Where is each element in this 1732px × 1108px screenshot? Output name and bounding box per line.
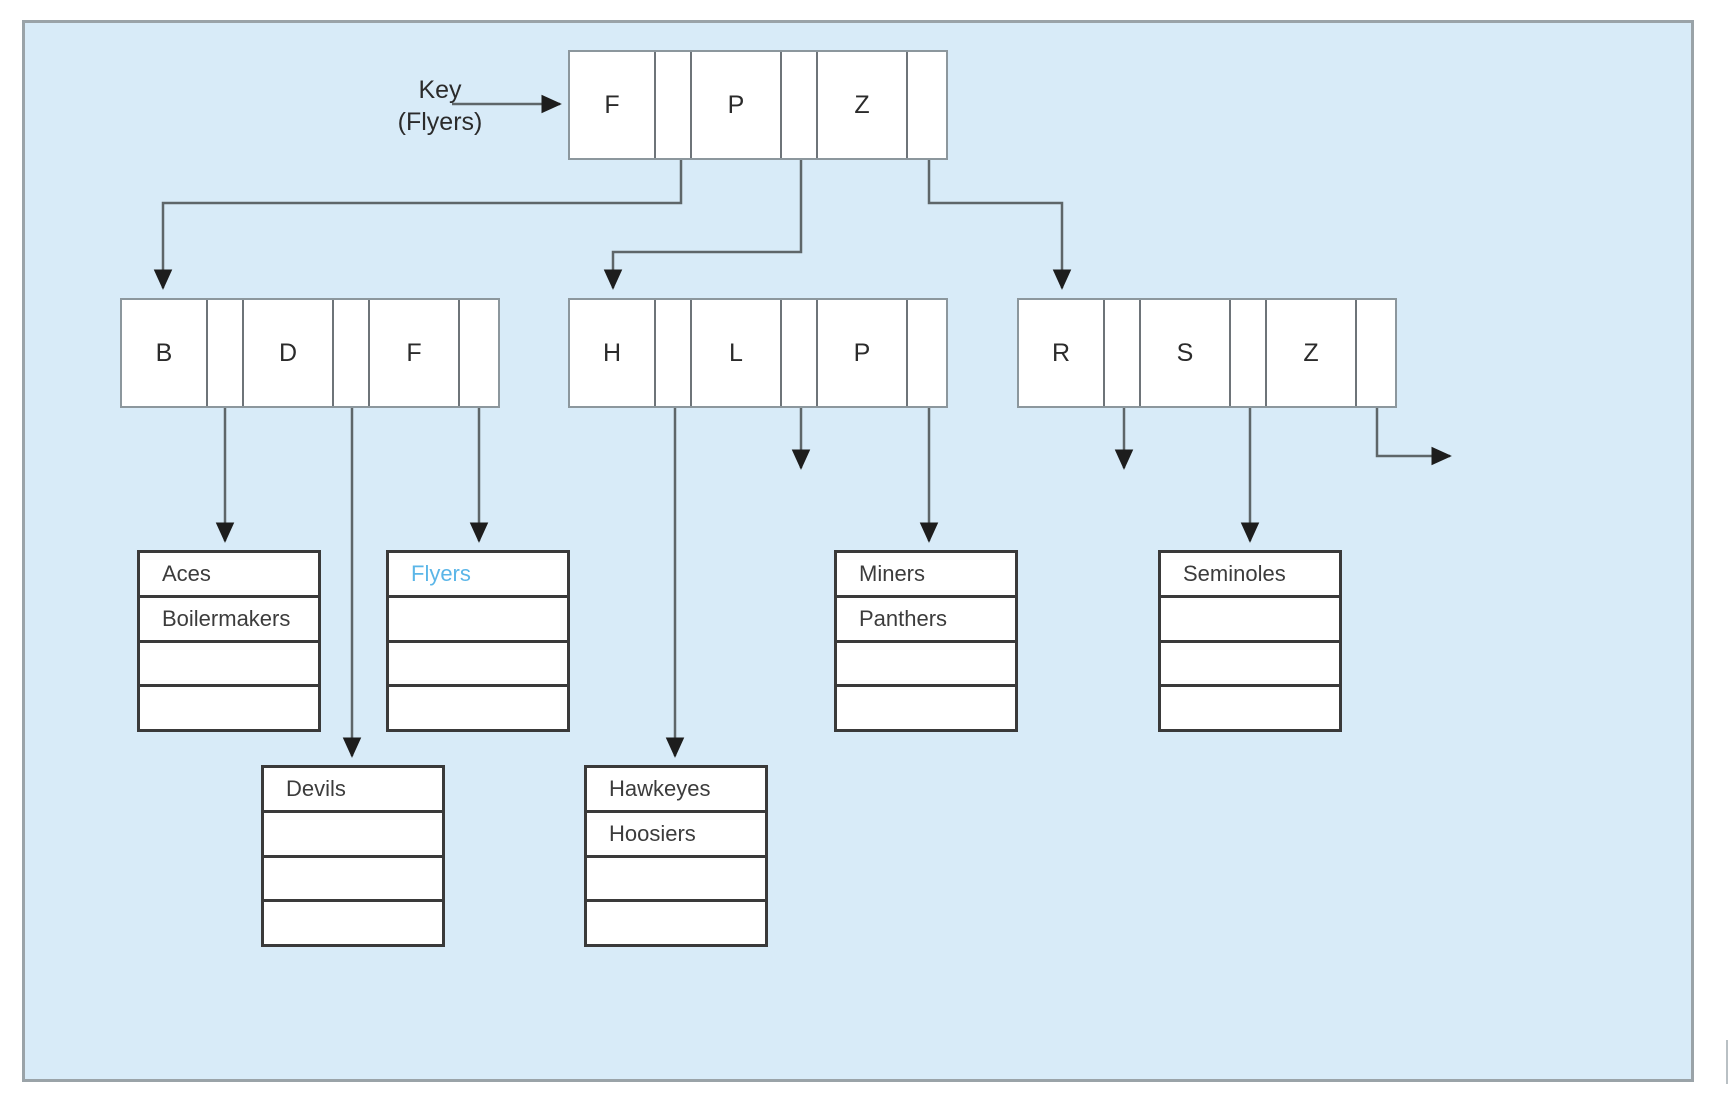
index-node-middle[interactable]: H L P [568,298,948,408]
leaf-row[interactable]: Aces [140,553,318,598]
leaf-row[interactable] [140,687,318,729]
leaf-row[interactable]: Miners [837,553,1015,598]
right-pointer-cell-2[interactable] [1357,300,1395,406]
right-pointer-cell-1[interactable] [1231,300,1267,406]
leaf-row[interactable] [389,687,567,729]
leaf-row[interactable]: Seminoles [1161,553,1339,598]
left-key-cell-1[interactable]: D [244,300,334,406]
root-key-cell-0[interactable]: F [570,52,656,158]
index-node-left[interactable]: B D F [120,298,500,408]
leaf-row-highlighted[interactable]: Flyers [389,553,567,598]
root-pointer-cell-2[interactable] [908,52,946,158]
leaf-block-seminoles[interactable]: Seminoles [1158,550,1342,732]
root-key-cell-2[interactable]: Z [818,52,908,158]
left-key-cell-0[interactable]: B [122,300,208,406]
root-index-node[interactable]: F P Z [568,50,948,160]
middle-pointer-cell-0[interactable] [656,300,692,406]
right-pointer-cell-0[interactable] [1105,300,1141,406]
leaf-row[interactable] [389,598,567,643]
leaf-row[interactable] [140,643,318,688]
left-pointer-cell-2[interactable] [460,300,498,406]
right-key-cell-1[interactable]: S [1141,300,1231,406]
middle-key-cell-0[interactable]: H [570,300,656,406]
middle-pointer-cell-2[interactable] [908,300,946,406]
leaf-row[interactable] [264,813,442,858]
leaf-block-miners[interactable]: Miners Panthers [834,550,1018,732]
leaf-row[interactable]: Panthers [837,598,1015,643]
leaf-row[interactable] [587,858,765,903]
key-label-line1: Key [418,76,462,104]
leaf-row[interactable] [837,643,1015,688]
leaf-row[interactable] [264,902,442,944]
root-pointer-cell-1[interactable] [782,52,818,158]
middle-pointer-cell-1[interactable] [782,300,818,406]
leaf-row[interactable] [587,902,765,944]
leaf-row[interactable] [837,687,1015,729]
leaf-row[interactable]: Hoosiers [587,813,765,858]
right-key-cell-0[interactable]: R [1019,300,1105,406]
left-key-cell-2[interactable]: F [370,300,460,406]
key-label-line2: (Flyers) [397,108,483,136]
leaf-row[interactable] [389,643,567,688]
leaf-row[interactable]: Hawkeyes [587,768,765,813]
leaf-row[interactable] [264,858,442,903]
right-key-cell-2[interactable]: Z [1267,300,1357,406]
leaf-row[interactable]: Devils [264,768,442,813]
leaf-block-flyers[interactable]: Flyers [386,550,570,732]
leaf-block-hawkeyes[interactable]: Hawkeyes Hoosiers [584,765,768,947]
leaf-row[interactable] [1161,598,1339,643]
page-edge-tick [1726,1040,1728,1084]
key-label: Key (Flyers) [360,74,520,138]
root-pointer-cell-0[interactable] [656,52,692,158]
left-pointer-cell-1[interactable] [334,300,370,406]
leaf-row[interactable] [1161,687,1339,729]
index-node-right[interactable]: R S Z [1017,298,1397,408]
leaf-row[interactable] [1161,643,1339,688]
left-pointer-cell-0[interactable] [208,300,244,406]
middle-key-cell-1[interactable]: L [692,300,782,406]
root-key-cell-1[interactable]: P [692,52,782,158]
middle-key-cell-2[interactable]: P [818,300,908,406]
leaf-row[interactable]: Boilermakers [140,598,318,643]
leaf-block-aces[interactable]: Aces Boilermakers [137,550,321,732]
leaf-block-devils[interactable]: Devils [261,765,445,947]
